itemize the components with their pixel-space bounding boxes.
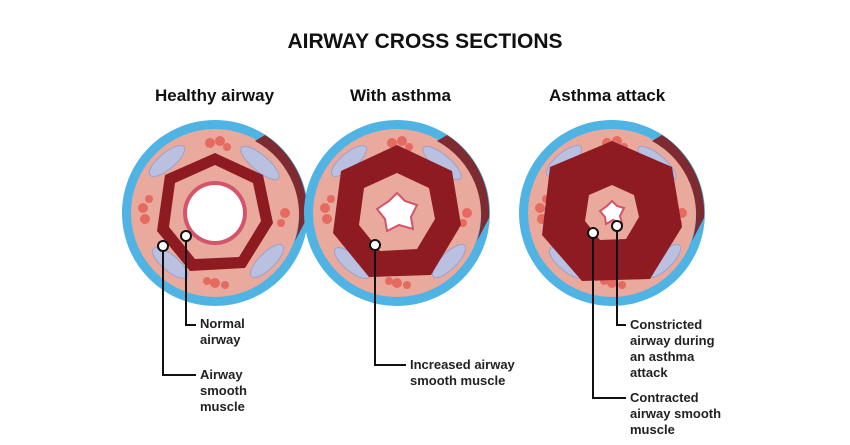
- marker-dots: [157, 220, 623, 252]
- label-airway-smooth-muscle: Airway smooth muscle: [200, 367, 247, 414]
- asthma-airway-section: [303, 119, 491, 307]
- label-constricted-airway: Constricted airway during an asthma atta…: [630, 317, 715, 380]
- leader-lines: [162, 226, 626, 399]
- label-increased-smooth-muscle: Increased airway smooth muscle: [410, 357, 515, 388]
- label-contracted-smooth-muscle: Contracted airway smooth muscle: [630, 390, 722, 437]
- heading-attack: Asthma attack: [549, 86, 666, 105]
- heading-healthy: Healthy airway: [155, 86, 275, 105]
- heading-asthma: With asthma: [350, 86, 451, 105]
- label-normal-airway: Normal airway: [200, 316, 245, 347]
- attack-airway-section: [518, 119, 706, 307]
- diagram-title: AIRWAY CROSS SECTIONS: [287, 30, 563, 53]
- healthy-airway-section: [121, 119, 309, 307]
